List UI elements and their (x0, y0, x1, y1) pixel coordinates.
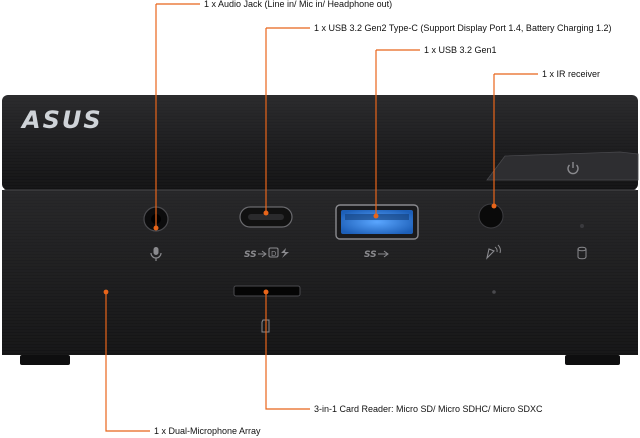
displayport-icon: D (268, 247, 279, 258)
microphone-icon (150, 247, 162, 261)
svg-text:D: D (271, 250, 276, 258)
callout-lines (105, 3, 538, 432)
battery-charging-icon (281, 248, 289, 258)
pinhole (492, 290, 496, 294)
usb-a-port[interactable] (335, 204, 419, 240)
callout-usb-a: 1 x USB 3.2 Gen1 (424, 45, 497, 55)
superspeed-usb-icon: SS (244, 250, 267, 260)
drive-activity-led (580, 224, 584, 228)
asus-logo: ASUS (22, 106, 103, 134)
svg-text:SS: SS (364, 250, 377, 260)
device-body (2, 95, 639, 365)
power-icon[interactable] (567, 162, 579, 175)
svg-text:SS: SS (244, 250, 257, 260)
callout-audio-jack: 1 x Audio Jack (Line in/ Mic in/ Headpho… (204, 0, 393, 9)
callout-dots (153, 203, 497, 295)
callout-ir-receiver: 1 x IR receiver (542, 69, 601, 79)
callout-microphone: 1 x Dual-Microphone Array (154, 426, 261, 436)
ir-icon (486, 244, 501, 260)
ir-receiver (478, 203, 504, 229)
callout-usb-type-c: 1 x USB 3.2 Gen2 Type-C (Support Display… (314, 23, 612, 33)
superspeed-usb-icon: SS (364, 250, 389, 260)
drive-activity-icon (577, 246, 587, 260)
callout-card-reader: 3-in-1 Card Reader: Micro SD/ Micro SDHC… (314, 404, 543, 414)
